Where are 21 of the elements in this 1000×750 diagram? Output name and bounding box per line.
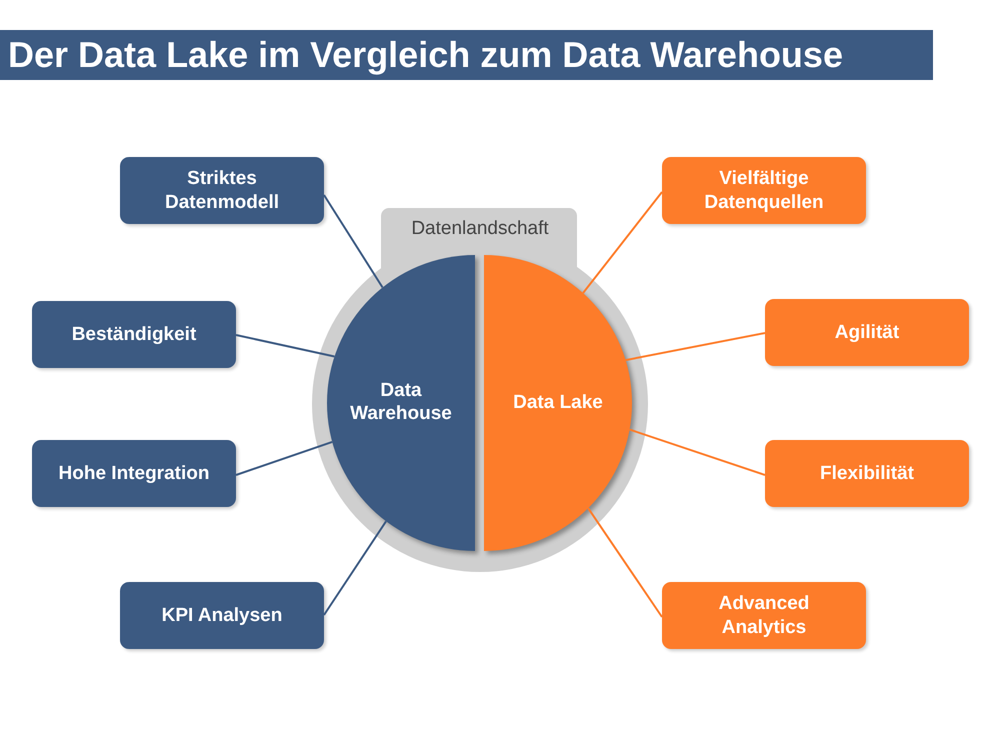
connector-line — [625, 332, 766, 362]
feature-box: Striktes Datenmodell — [120, 157, 324, 224]
feature-box: Flexibilität — [765, 440, 969, 507]
connector-line — [629, 428, 766, 476]
connector-line — [582, 191, 663, 294]
feature-box: Beständigkeit — [32, 301, 236, 368]
circle-label: Data Warehouse — [349, 380, 453, 426]
feature-box: KPI Analysen — [120, 582, 324, 649]
title-banner: Der Data Lake im Vergleich zum Data Warehouse — [0, 30, 933, 80]
connector-line — [323, 520, 387, 616]
connector-line — [236, 441, 333, 476]
ring-label: Datenlandschaft — [410, 218, 550, 240]
connector-line — [323, 194, 384, 288]
connector-line — [587, 508, 663, 618]
feature-box: Hohe Integration — [32, 440, 236, 507]
circle-label: Data Lake — [513, 392, 603, 414]
landscape-ring — [312, 208, 648, 572]
feature-box: Agilität — [765, 299, 969, 366]
feature-box: Advanced Analytics — [662, 582, 866, 649]
connector-line — [236, 334, 335, 358]
feature-box: Vielfältige Datenquellen — [662, 157, 866, 224]
